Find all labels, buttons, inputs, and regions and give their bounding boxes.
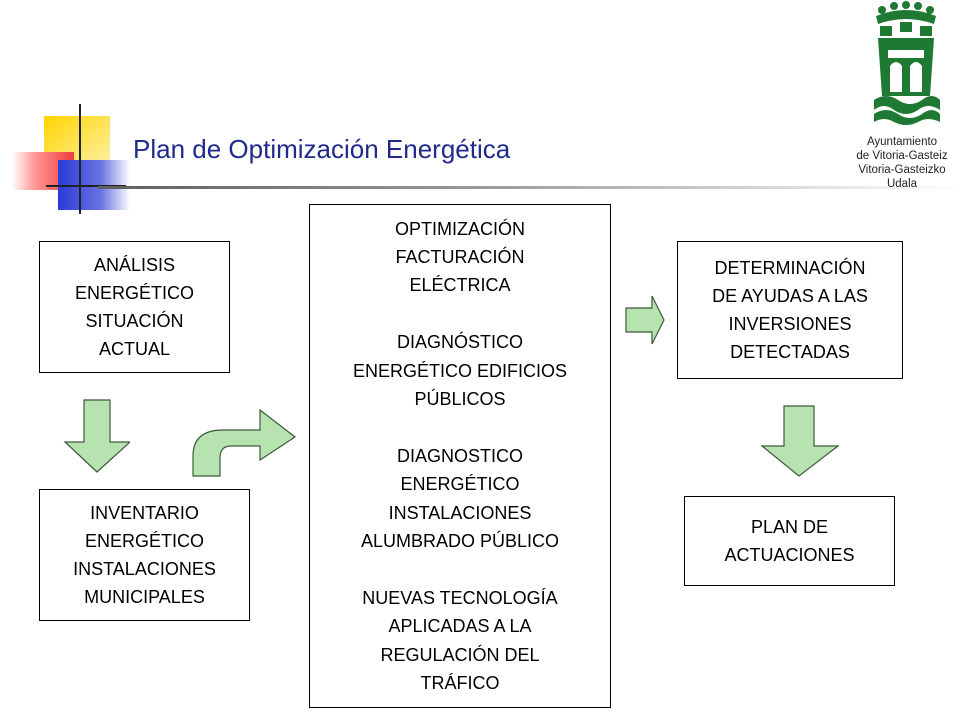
box-analisis-energetico: ANÁLISIS ENERGÉTICO SITUACIÓN ACTUAL [39,241,230,373]
box-text: ANÁLISIS ENERGÉTICO SITUACIÓN ACTUAL [74,255,194,359]
box-determinacion-ayudas: DETERMINACIÓN DE AYUDAS A LAS INVERSIONE… [677,241,903,379]
arrow-down-left [63,399,130,473]
logo-line: Ayuntamiento [866,136,938,148]
slide-title: Plan de Optimización Energética [133,134,511,164]
arrow-curved-right [192,408,297,477]
box-text: INVENTARIO ENERGÉTICO INSTALACIONES MUNI… [73,503,216,607]
logo-line: Vitoria-Gasteizko [858,164,946,176]
box-text: PLAN DE ACTUACIONES [724,517,855,565]
arrow-right [625,295,665,345]
arrow-down-right [760,405,840,477]
decorative-squares [12,104,130,214]
logo-caption: Ayuntamiento de Vitoria-Gasteiz Vitoria-… [846,135,958,191]
box-central-actions: OPTIMIZACIÓN FACTURACIÓN ELÉCTRICA DIAGN… [309,204,611,708]
castle-crest-icon [874,1,940,125]
title-underline [98,186,960,189]
box-plan-actuaciones: PLAN DE ACTUACIONES [684,496,895,586]
logo-line: de Vitoria-Gasteiz [856,150,948,162]
box-text: OPTIMIZACIÓN FACTURACIÓN ELÉCTRICA DIAGN… [352,218,568,694]
logo-line: Udala [886,178,918,190]
box-inventario-energetico: INVENTARIO ENERGÉTICO INSTALACIONES MUNI… [39,489,250,621]
box-text: DETERMINACIÓN DE AYUDAS A LAS INVERSIONE… [712,258,868,362]
